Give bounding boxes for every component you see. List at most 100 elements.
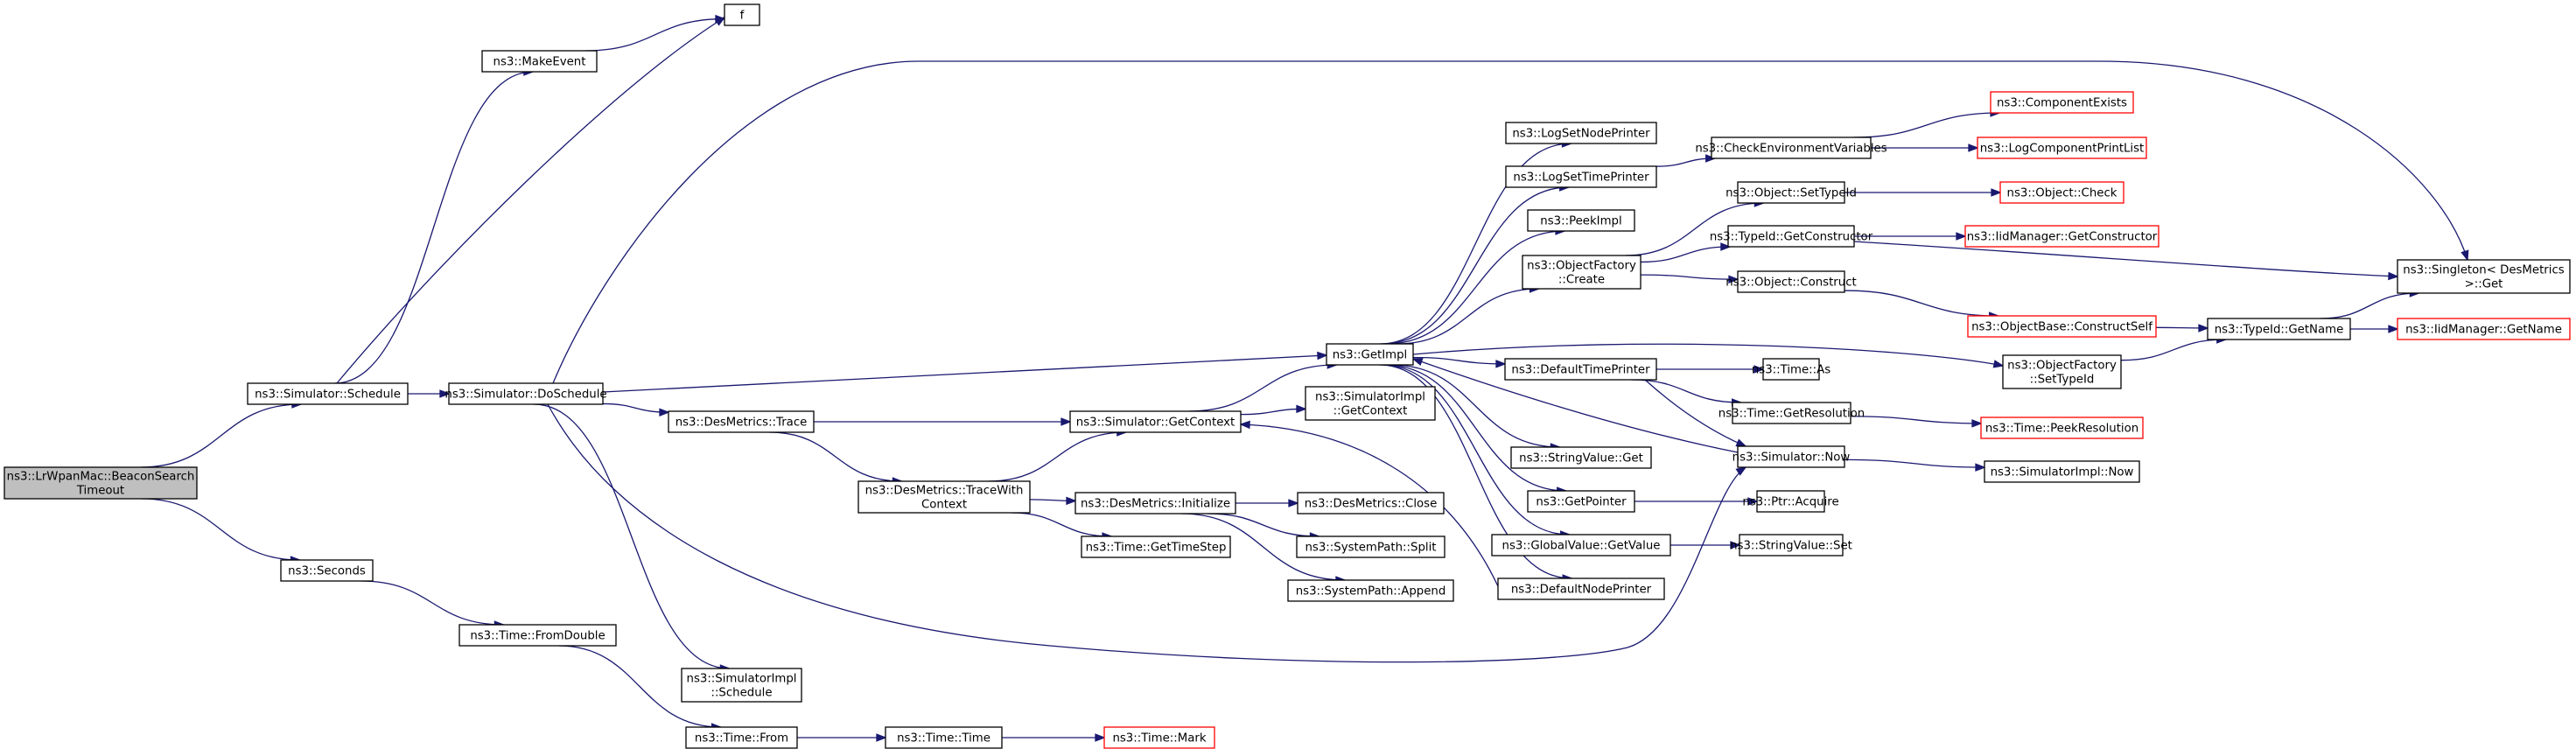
edge-getimpl-to-ofsettype	[1412, 343, 2005, 368]
node-compexists[interactable]: ns3::ComponentExists	[1990, 91, 2134, 114]
arrowhead-icon	[1735, 438, 1747, 447]
node-simnow[interactable]: ns3::Simulator::Now	[1732, 445, 1851, 468]
node-objsettype[interactable]: ns3::Object::SetTypeId	[1726, 181, 1857, 204]
node-gettimestep[interactable]: ns3::Time::GetTimeStep	[1081, 536, 1231, 558]
edge-line	[602, 402, 669, 413]
node-defnode[interactable]: ns3::DefaultNodePrinter	[1497, 578, 1665, 600]
node-logprint[interactable]: ns3::LogComponentPrintList	[1977, 136, 2147, 159]
node-timemark[interactable]: ns3::Time::Mark	[1103, 726, 1215, 749]
node-box	[458, 624, 617, 647]
node-label: ns3::Ptr::Acquire	[1742, 496, 1838, 509]
node-ofcreate[interactable]: ns3::ObjectFactory::Create	[1522, 255, 1642, 290]
node-singleton[interactable]: ns3::Singleton< DesMetrics>::Get	[2397, 259, 2571, 294]
node-getimpl[interactable]: ns3::GetImpl	[1326, 343, 1414, 366]
node-timeas[interactable]: ns3::Time::As	[1752, 358, 1830, 381]
node-dmclose[interactable]: ns3::DesMetrics::Close	[1297, 492, 1445, 514]
edge-trace-to-tracewith	[769, 431, 904, 486]
node-sysplit[interactable]: ns3::SystemPath::Split	[1296, 536, 1446, 558]
node-label: ns3::Object::Check	[2007, 187, 2118, 200]
node-box	[2002, 354, 2122, 389]
node-iidgetname[interactable]: ns3::IidManager::GetName	[2397, 318, 2571, 340]
node-checkenv[interactable]: ns3::CheckEnvironmentVariables	[1695, 136, 1887, 159]
node-timefrom[interactable]: ns3::Time::From	[685, 726, 798, 749]
node-label: ns3::Time::Mark	[1112, 732, 1206, 746]
edges-layer	[140, 14, 2469, 742]
node-getptr[interactable]: ns3::GetPointer	[1527, 490, 1635, 513]
node-dminit[interactable]: ns3::DesMetrics::Initialize	[1074, 492, 1236, 514]
node-gvget[interactable]: ns3::GlobalValue::GetValue	[1491, 534, 1671, 556]
node-peekimpl[interactable]: ns3::PeekImpl	[1527, 209, 1635, 232]
node-label: ns3::StringValue::Set	[1730, 540, 1852, 553]
node-obconstructself[interactable]: ns3::ObjectBase::ConstructSelf	[1967, 315, 2157, 338]
node-box	[1491, 534, 1671, 556]
edge-line	[602, 354, 1327, 393]
node-ofsettype[interactable]: ns3::ObjectFactory::SetTypeId	[2002, 354, 2122, 389]
arrowhead-icon	[1317, 351, 1328, 360]
node-box	[1497, 578, 1665, 600]
edge-line	[1412, 356, 1506, 365]
arrowhead-icon	[1735, 466, 1747, 476]
node-label: ns3::Simulator::GetContext	[1076, 416, 1235, 430]
edge-ofcreate-to-objconstruct	[1640, 274, 1740, 284]
node-label: ns3::ObjectBase::ConstructSelf	[1971, 321, 2152, 334]
node-makeevent[interactable]: ns3::MakeEvent	[481, 50, 598, 73]
node-f[interactable]: f	[724, 4, 760, 26]
edge-getres-to-peekres	[1850, 416, 1983, 428]
node-label: ns3::LogSetNodePrinter	[1512, 128, 1650, 141]
node-getcontext[interactable]: ns3::Simulator::GetContext	[1069, 410, 1242, 433]
node-box	[1999, 181, 2124, 204]
edge-line	[1379, 143, 1572, 345]
edge-tracewith-to-dminit	[1029, 496, 1077, 506]
node-trace[interactable]: ns3::DesMetrics::Trace	[668, 410, 815, 433]
edge-objsettype-to-objcheck	[1844, 188, 2002, 197]
edge-line	[1391, 364, 1560, 448]
edge-line	[336, 17, 725, 384]
nodes-layer: ns3::LrWpanMac::BeaconSearchTimeoutns3::…	[4, 4, 2571, 749]
node-simimplgetctx[interactable]: ns3::SimulatorImpl::GetContext	[1305, 386, 1436, 421]
edge-sched-to-dosched	[407, 389, 451, 398]
node-timetime[interactable]: ns3::Time::Time	[885, 726, 1003, 749]
node-box	[1727, 225, 1855, 248]
edge-line	[584, 18, 725, 52]
node-box	[858, 480, 1031, 514]
node-peekres[interactable]: ns3::Time::PeekResolution	[1980, 416, 2144, 439]
node-label: Timeout	[76, 485, 124, 498]
node-simimplnow[interactable]: ns3::SimulatorImpl::Now	[1984, 460, 2140, 483]
node-getres[interactable]: ns3::Time::GetResolution	[1718, 402, 1865, 424]
edge-tracewith-to-gettimestep	[1011, 512, 1113, 541]
arrowhead-icon	[2388, 325, 2399, 333]
node-label: ::Schedule	[710, 687, 772, 700]
node-label: ns3::TypeId::GetName	[2215, 324, 2344, 337]
node-sched[interactable]: ns3::Simulator::Schedule	[247, 382, 409, 405]
edge-line	[1640, 246, 1730, 263]
node-objconstruct[interactable]: ns3::Object::Construct	[1726, 270, 1857, 293]
node-iidgetctor[interactable]: ns3::IidManager::GetConstructor	[1964, 225, 2160, 248]
node-tidgetctor[interactable]: ns3::TypeId::GetConstructor	[1710, 225, 1873, 248]
node-strget[interactable]: ns3::StringValue::Get	[1510, 446, 1652, 469]
node-ptracq[interactable]: ns3::Ptr::Acquire	[1742, 490, 1839, 513]
edge-logtime-to-checkenv	[1656, 154, 1717, 167]
node-fromdouble[interactable]: ns3::Time::FromDouble	[458, 624, 617, 647]
node-tidgetname[interactable]: ns3::TypeId::GetName	[2207, 318, 2351, 340]
node-label: ns3::SimulatorImpl::Now	[1991, 466, 2134, 480]
node-seconds[interactable]: ns3::Seconds	[280, 559, 374, 582]
node-dosched[interactable]: ns3::Simulator::DoSchedule	[444, 382, 607, 405]
edge-getcontext-to-simimplgetctx	[1240, 404, 1307, 416]
node-label: ::SetTypeId	[2030, 374, 2095, 387]
node-objcheck[interactable]: ns3::Object::Check	[1999, 181, 2124, 204]
edge-checkenv-to-compexists	[1853, 108, 2001, 138]
edge-line	[769, 431, 902, 482]
node-logtime[interactable]: ns3::LogSetTimePrinter	[1505, 165, 1657, 188]
node-sysappend[interactable]: ns3::SystemPath::Append	[1287, 579, 1454, 602]
edge-line	[547, 403, 1746, 663]
node-lognode[interactable]: ns3::LogSetNodePrinter	[1505, 122, 1657, 144]
arrowhead-icon	[1288, 499, 1299, 508]
node-label: ns3::IidManager::GetName	[2405, 324, 2562, 337]
node-box	[681, 668, 802, 703]
node-box	[2397, 259, 2571, 294]
node-deftime[interactable]: ns3::DefaultTimePrinter	[1504, 358, 1657, 381]
node-strset[interactable]: ns3::StringValue::Set	[1730, 534, 1852, 556]
node-simimplsched[interactable]: ns3::SimulatorImpl::Schedule	[681, 668, 802, 703]
